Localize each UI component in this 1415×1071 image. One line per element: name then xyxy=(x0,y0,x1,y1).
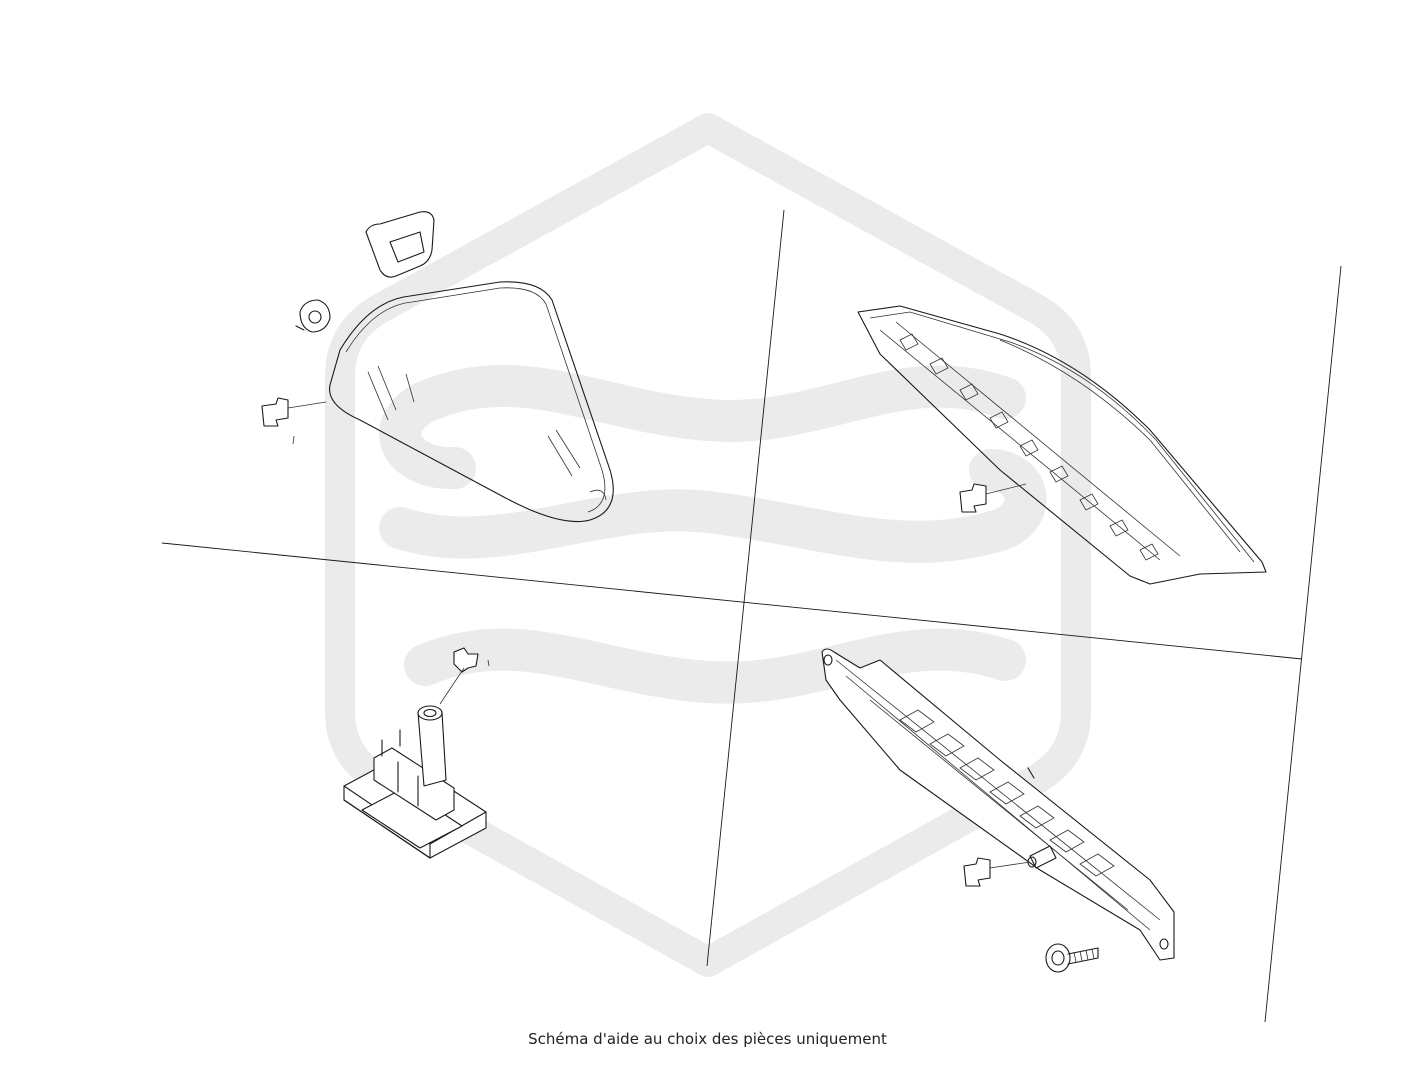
connector-clip-icon xyxy=(439,647,490,705)
clip-nut-icon xyxy=(295,299,331,333)
third-brake-light-led-strip[interactable] xyxy=(821,648,1175,973)
third-brake-light-lens-cover[interactable] xyxy=(261,211,614,523)
connector-clip-icon xyxy=(963,857,1031,887)
logo-watermark xyxy=(325,113,1091,977)
connector-clip-icon xyxy=(959,483,1027,513)
led-cells xyxy=(899,709,1115,877)
screw-icon xyxy=(1045,943,1099,973)
caption: Schéma d'aide au choix des pièces unique… xyxy=(528,1030,887,1048)
connector-clip-icon xyxy=(261,397,327,445)
housing-clips xyxy=(899,333,1159,561)
third-brake-light-housing[interactable] xyxy=(857,305,1267,585)
license-plate-light-connector[interactable] xyxy=(343,647,490,859)
quadrant-separators xyxy=(161,209,1342,1023)
